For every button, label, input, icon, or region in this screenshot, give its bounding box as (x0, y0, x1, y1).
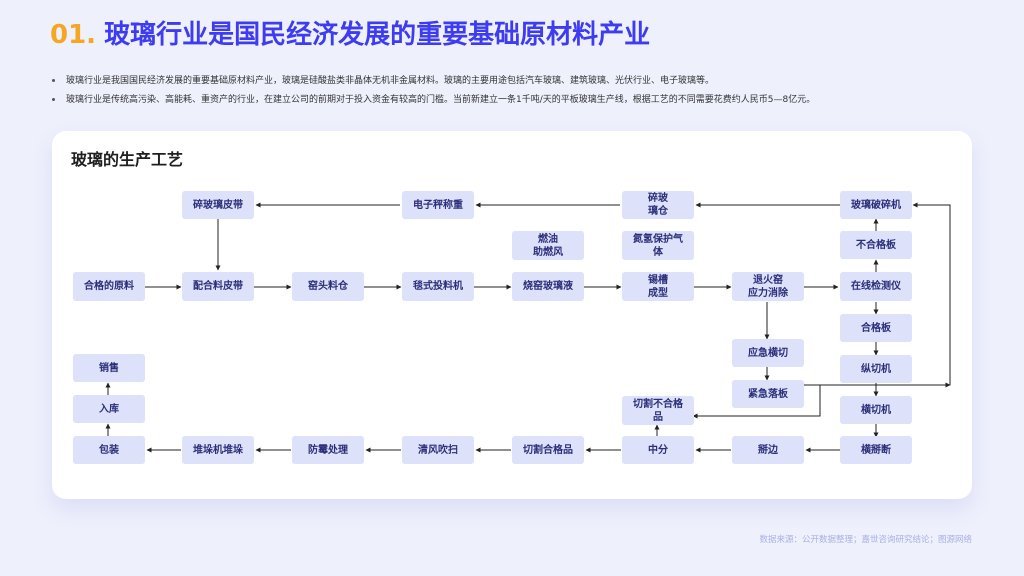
bullet-item: 玻璃行业是我国国民经济发展的重要基础原材料产业，玻璃是硅酸盐类非晶体无机非金属材… (50, 74, 1000, 88)
diagram-title: 玻璃的生产工艺 (71, 150, 184, 169)
node-cullet-silo: 碎玻 璃仓 (622, 191, 694, 219)
node-emergency-drop: 紧急落板 (732, 380, 804, 408)
node-packaging: 包装 (73, 436, 145, 464)
node-emergency-cross-cut: 应急横切 (732, 339, 804, 367)
node-batch-belt: 配合料皮带 (182, 272, 254, 301)
node-tin-bath-forming: 锡槽 成型 (622, 272, 694, 301)
arrow (911, 202, 951, 386)
node-cut-rejects: 切割不合格 品 (622, 396, 694, 425)
node-air-blowing: 清风吹扫 (402, 436, 474, 464)
title-text: 玻璃行业是国民经济发展的重要基础原材料产业 (104, 20, 651, 50)
node-glass-crusher: 玻璃破碎机 (840, 191, 912, 219)
arrow (692, 385, 821, 419)
node-kiln-head-silo: 窑头料仓 (292, 272, 364, 301)
node-edge-snap: 掰边 (732, 436, 804, 464)
section-number: 01. (50, 20, 97, 50)
node-cullet-belt: 碎玻璃皮带 (182, 191, 254, 219)
node-protective-gas: 氮氢保护气 体 (622, 231, 694, 260)
node-warehousing: 入库 (73, 395, 145, 423)
node-blanket-feeder: 毯式投料机 (402, 272, 474, 301)
node-sales: 销售 (73, 354, 145, 382)
node-fuel-combustion-air: 燃油 助燃风 (512, 231, 584, 260)
node-anti-mildew: 防霉处理 (292, 436, 364, 464)
node-cut-qualified: 切割合格品 (512, 436, 584, 464)
node-split: 中分 (622, 436, 694, 464)
node-qualified-raw-material: 合格的原料 (73, 272, 145, 301)
node-rejected-sheet: 不合格板 (840, 231, 912, 259)
data-source-note: 数据来源：公开数据整理；嘉世咨询研究结论；图源网络 (759, 535, 972, 545)
node-qualified-sheet: 合格板 (840, 314, 912, 342)
node-stacker: 堆垛机堆垛 (182, 436, 254, 464)
bullet-list: 玻璃行业是我国国民经济发展的重要基础原材料产业，玻璃是硅酸盐类非晶体无机非金属材… (50, 74, 1000, 112)
node-online-inspection: 在线检测仪 (840, 272, 912, 301)
node-annealing-lehr: 退火窑 应力消除 (732, 272, 804, 301)
node-electronic-scale: 电子秤称重 (402, 191, 474, 219)
node-cross-snap: 横掰断 (840, 436, 912, 464)
bullet-item: 玻璃行业是传统高污染、高能耗、重资产的行业，在建立公司的前期对于投入资金有较高的… (50, 93, 1000, 107)
node-longitudinal-cutter: 纵切机 (840, 355, 912, 383)
page-title: 01.玻璃行业是国民经济发展的重要基础原材料产业 (50, 14, 650, 54)
node-cross-cutter: 横切机 (840, 396, 912, 424)
node-glass-melt: 烧窑玻璃液 (512, 272, 584, 301)
